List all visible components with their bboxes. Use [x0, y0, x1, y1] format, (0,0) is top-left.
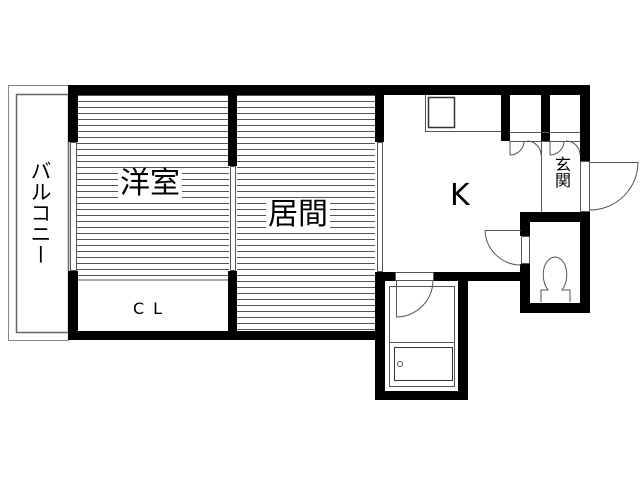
toilet-fixture [540, 256, 571, 302]
windows [70, 142, 383, 272]
storage-cabinets [509, 132, 581, 212]
closet-label: CL [133, 299, 172, 318]
living-room-label: 居間 [266, 197, 330, 232]
entrance-label: 玄関 [552, 156, 571, 188]
bathtub [389, 286, 455, 387]
balcony-area [8, 85, 70, 341]
entrance-door [580, 161, 639, 212]
western-room-label: 洋室 [118, 166, 182, 201]
toilet-door [484, 229, 530, 266]
walls [68, 85, 590, 400]
kitchen-label: K [450, 178, 470, 213]
bathroom-door [395, 272, 434, 318]
balcony-label: バルコニー [28, 160, 52, 265]
kitchen-counter [425, 95, 501, 132]
